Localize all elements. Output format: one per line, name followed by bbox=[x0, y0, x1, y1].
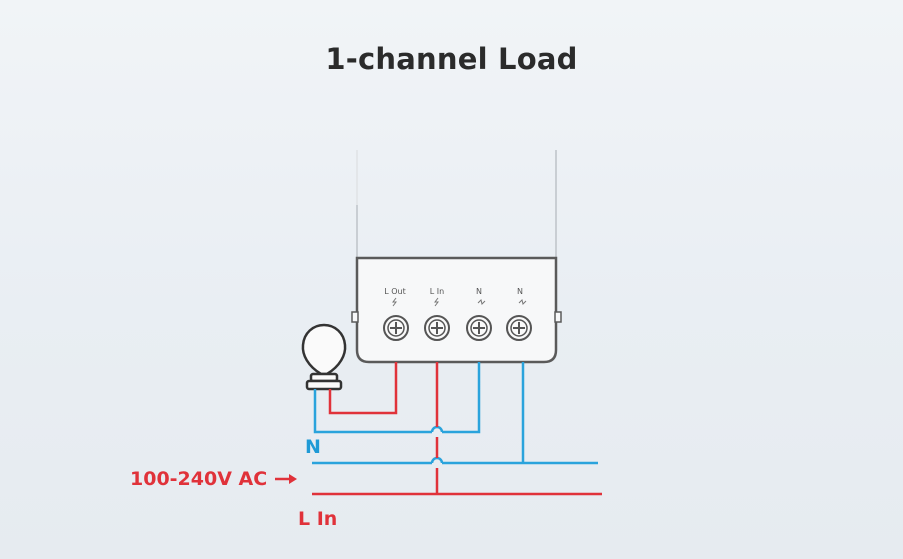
right-notch bbox=[554, 311, 562, 323]
diagram-title: 1-channel Load bbox=[325, 42, 578, 76]
device-mount-guides bbox=[356, 150, 557, 262]
terminal-screw-n2 bbox=[506, 315, 532, 341]
supply-voltage-label: 100-240V AC bbox=[130, 468, 268, 490]
terminal-screws bbox=[383, 315, 532, 341]
terminal-label-n1: N bbox=[476, 287, 482, 296]
lightning-icon bbox=[392, 297, 527, 307]
live-wires bbox=[312, 362, 602, 496]
light-bulb-icon bbox=[301, 323, 347, 391]
arrow-right-icon bbox=[275, 474, 297, 484]
switch-device bbox=[351, 256, 562, 364]
live-in-label: L In bbox=[298, 508, 338, 530]
terminal-screw-l-in bbox=[424, 315, 450, 341]
terminal-label-l-in: L In bbox=[430, 287, 444, 296]
neutral-wires bbox=[312, 362, 598, 465]
left-notch bbox=[351, 311, 359, 323]
terminal-label-l-out: L Out bbox=[384, 287, 406, 296]
terminal-label-n2: N bbox=[517, 287, 523, 296]
neutral-label: N bbox=[305, 436, 321, 458]
terminal-screw-l-out bbox=[383, 315, 409, 341]
terminal-screw-n1 bbox=[466, 315, 492, 341]
